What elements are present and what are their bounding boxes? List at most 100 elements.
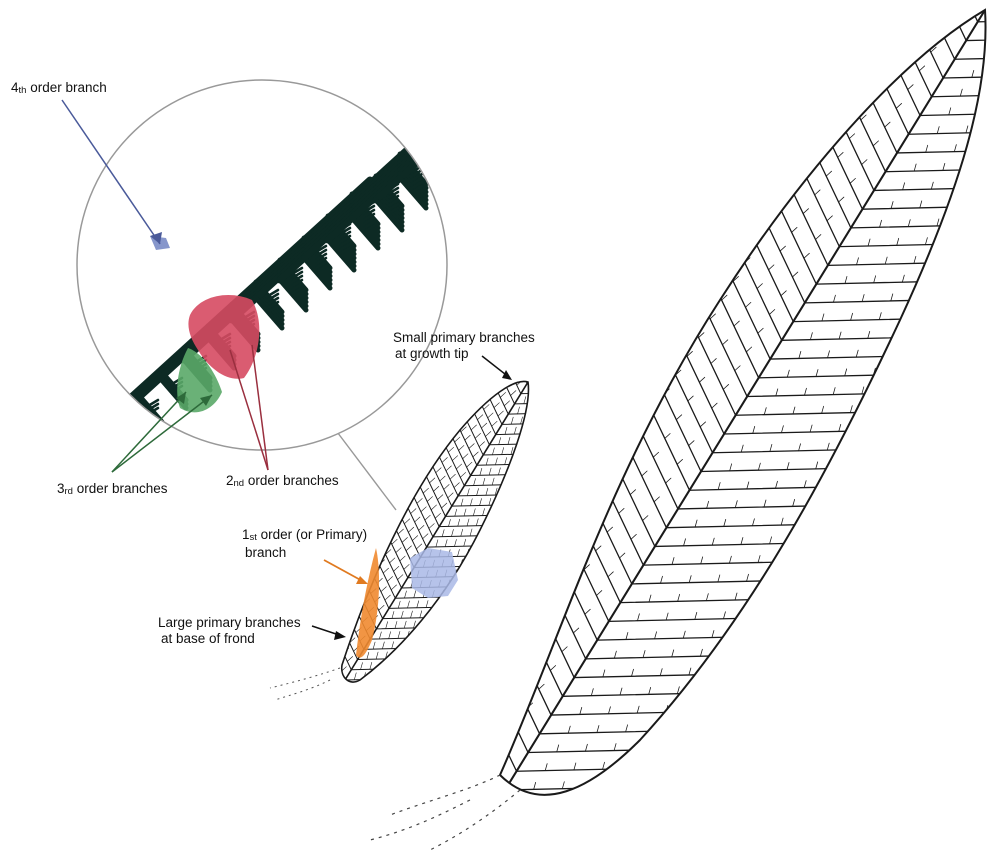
large-frond-pinnule (983, 144, 985, 151)
large-frond-pinnule (721, 251, 726, 256)
magnified-secondary-branch (448, 114, 474, 144)
large-frond-pinnule (549, 576, 554, 581)
large-frond-pinnule (856, 442, 858, 449)
large-frond-pinnule (618, 464, 623, 469)
magnified-secondary-branch (520, 60, 546, 90)
magnified-tertiary-branch (460, 146, 470, 152)
large-frond-pinnule (468, 707, 473, 712)
magnified-tertiary-branch (460, 130, 470, 136)
small-frond-pinnule (564, 376, 566, 383)
magnified-secondary-branch (496, 86, 522, 116)
large-frond-pinnule (833, 480, 835, 487)
small-frond-pinnule (536, 376, 538, 383)
magnified-secondary-branch (544, 42, 570, 72)
large-frond-pinnule (895, 14, 900, 19)
large-frond-pinnule (493, 759, 498, 764)
large-frond-pinnule (594, 457, 599, 462)
magnified-tertiary-branch (604, 6, 614, 12)
magnified-secondary-branch (472, 112, 498, 142)
large-frond-pinnule (695, 705, 697, 712)
large-frond-pinnule (767, 176, 772, 181)
magnified-tertiary-branch (460, 142, 470, 148)
large-frond-pinnule (954, 237, 956, 244)
magnified-tertiary-branch (508, 98, 518, 104)
magnified-tertiary-branch (484, 120, 494, 126)
large-frond-pinnule (652, 363, 657, 368)
large-frond-pinnule (732, 232, 737, 237)
magnified-tertiary-branch (76, 466, 86, 472)
large-frond-midrib (505, 10, 985, 790)
large-frond-pinnule (810, 517, 812, 524)
magnified-secondary-branch (496, 82, 522, 112)
small-frond-pinnule (363, 572, 368, 577)
small-frond-pinnule (555, 376, 557, 383)
magnified-secondary-branch (496, 94, 522, 124)
small-frond-pinnule (373, 672, 375, 679)
magnified-secondary-branch (472, 96, 498, 126)
large-frond-pinnule (504, 740, 509, 745)
small-frond-pinnule (331, 623, 336, 628)
large-frond-pinnule (848, 44, 853, 49)
small-frond-pinnule (391, 672, 393, 679)
large-frond-pinnule (515, 677, 520, 682)
large-frond-pinnule (891, 386, 893, 393)
small-frond-pinnule (382, 672, 384, 679)
magnified-tertiary-branch (556, 46, 566, 52)
large-frond-pinnule (617, 419, 622, 424)
large-frond-pinnule (616, 375, 621, 380)
magnified-secondary-branch (496, 90, 522, 120)
large-frond-pinnule (654, 724, 656, 731)
large-frond-pinnule (879, 405, 881, 412)
large-frond-branch (512, 503, 586, 658)
magnified-tertiary-branch (604, 2, 614, 8)
magnified-tertiary-branch (580, 36, 590, 42)
small-frond-pinnule (519, 362, 524, 367)
small-frond-pinnule (325, 633, 330, 638)
large-frond-pinnule (698, 288, 703, 293)
large-frond-pinnule (674, 281, 679, 286)
small-frond-pinnule (542, 396, 544, 403)
large-frond-pinnule (631, 762, 633, 769)
magnified-secondary-branch (544, 46, 570, 76)
small-frond-pinnule (469, 398, 474, 403)
label-second-order: 2nd order branches (226, 473, 339, 491)
magnified-secondary-branch (112, 414, 138, 444)
small-frond-pinnule (463, 408, 468, 413)
large-frond-pinnule (836, 63, 841, 68)
small-frond-pinnule (567, 386, 569, 393)
label-first-order: 1st order (or Primary) branch (242, 527, 367, 561)
large-frond-pinnule (977, 200, 979, 207)
small-frond-pinnule (388, 662, 390, 669)
small-frond-pinnule (530, 386, 532, 393)
large-frond-pinnule (643, 743, 645, 750)
label-fourth-order: 4th order branch (11, 80, 107, 98)
large-frond-pinnule (918, 21, 923, 26)
large-frond-pinnule (960, 274, 962, 281)
magnified-tertiary-branch (460, 134, 470, 140)
large-frond-pinnule (606, 438, 611, 443)
large-frond-pinnule (871, 7, 876, 12)
large-frond-pinnule (503, 651, 508, 656)
magnified-secondary-branch (424, 148, 450, 178)
large-frond-pinnule (821, 499, 823, 506)
large-frond-pinnule (513, 588, 518, 593)
small-frond-pinnule (573, 375, 575, 382)
magnified-tertiary-branch (436, 144, 446, 150)
magnified-secondary-branch (472, 108, 498, 138)
small-frond-pinnule (546, 376, 548, 383)
large-frond-pinnule (860, 70, 865, 75)
large-frond-pinnule (824, 37, 829, 42)
large-frond-pinnule (536, 550, 541, 555)
magnified-secondary-branch (520, 68, 546, 98)
large-frond-pinnule (718, 667, 720, 674)
magnified-secondary-branch (496, 78, 522, 108)
magnified-secondary-branch (88, 440, 114, 470)
large-frond-pinnule (491, 670, 496, 675)
magnified-tertiary-branch (532, 76, 542, 82)
large-frond-pinnule (536, 506, 541, 511)
small-frond-pinnule (395, 652, 397, 659)
label-first-text: order (or Primary) (257, 527, 367, 542)
large-frond-pinnule (720, 206, 725, 211)
large-frond-pinnule (732, 187, 737, 192)
